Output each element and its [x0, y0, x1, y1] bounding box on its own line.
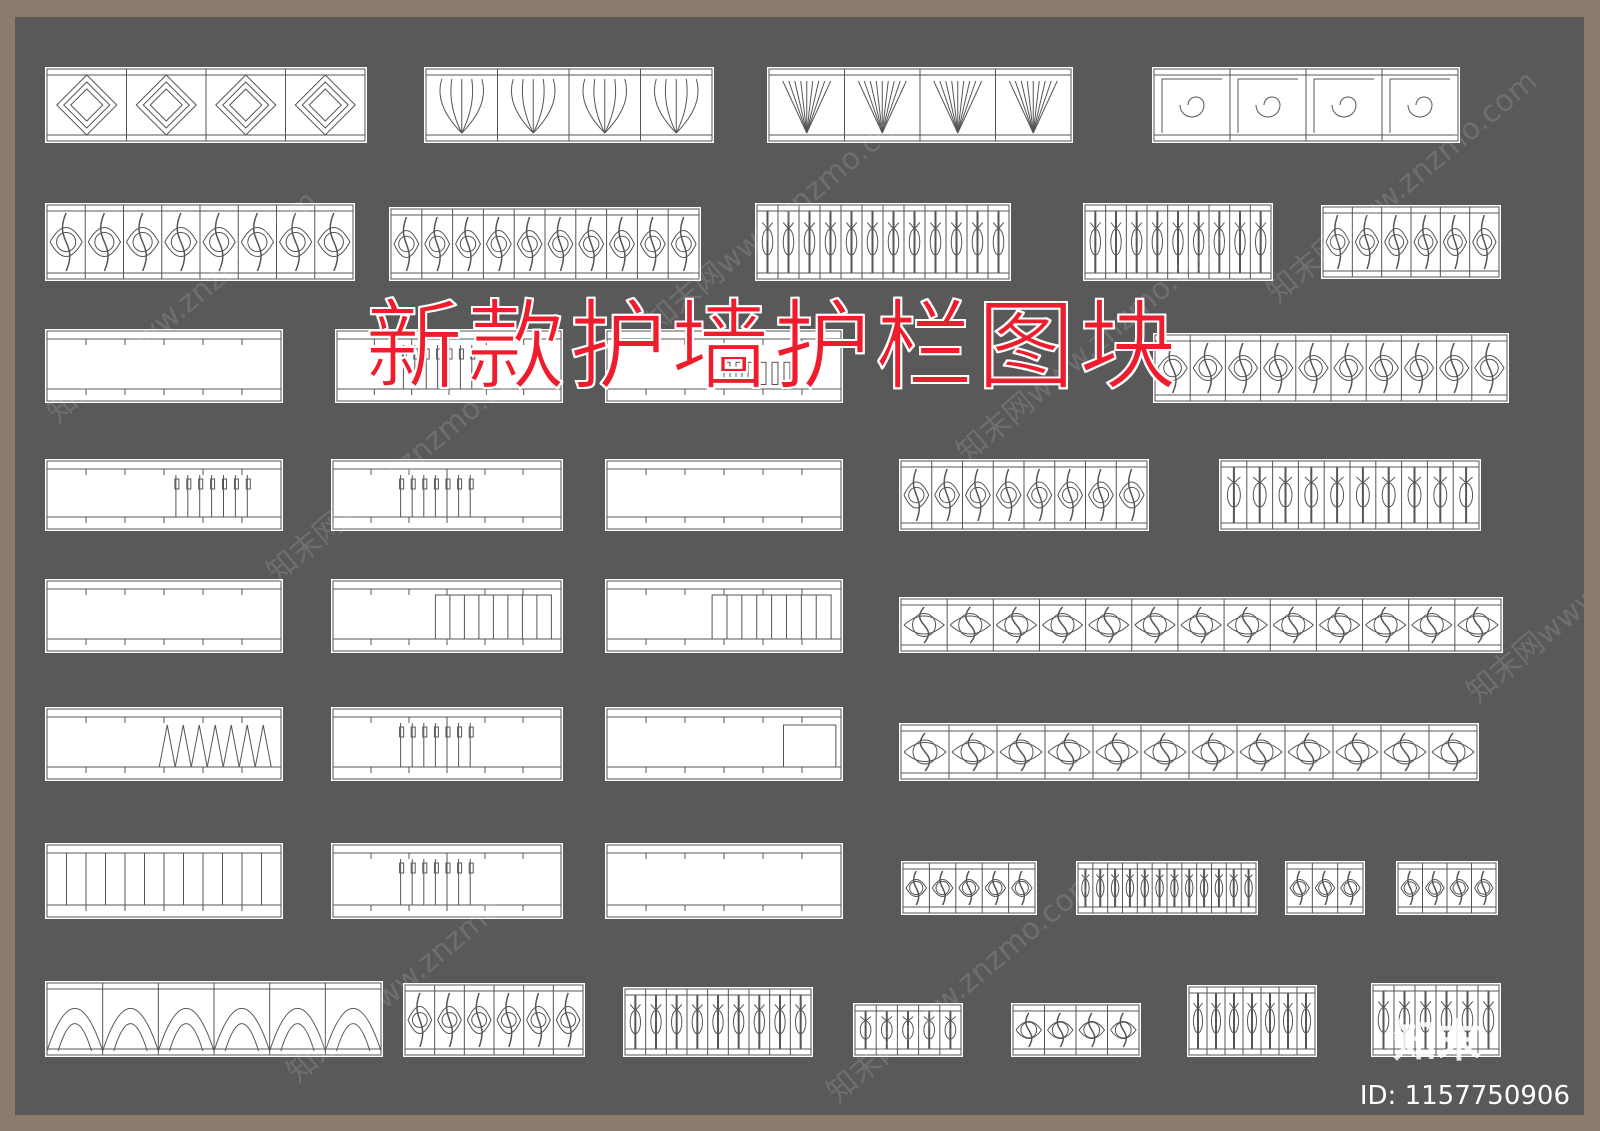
railing-block	[605, 329, 843, 403]
railing-drawing	[1372, 984, 1500, 1056]
railing-drawing	[332, 460, 562, 530]
railing-drawing	[606, 330, 842, 402]
railing-block	[424, 67, 714, 143]
railing-block	[1285, 861, 1365, 915]
railing-drawing	[768, 68, 1072, 142]
railing-drawing	[624, 988, 812, 1056]
railing-drawing	[756, 204, 1010, 280]
railing-drawing	[46, 580, 282, 652]
railing-block	[623, 987, 813, 1057]
railing-drawing	[1220, 460, 1480, 530]
railing-block	[605, 579, 843, 653]
railing-drawing	[1077, 862, 1257, 914]
railing-drawing	[425, 68, 713, 142]
railing-drawing	[1154, 334, 1508, 402]
railing-block	[899, 597, 1503, 653]
railing-drawing	[46, 68, 366, 142]
railing-block	[899, 459, 1149, 531]
railing-block	[403, 983, 585, 1057]
railing-drawing	[900, 724, 1478, 780]
railing-block	[1219, 459, 1481, 531]
railing-block	[45, 203, 355, 281]
railing-block	[331, 707, 563, 781]
railing-block	[605, 707, 843, 781]
railing-drawing	[606, 460, 842, 530]
drawing-sheet: 知末网www.znzmo.com 知末网www.znzmo.com 知末网www…	[15, 17, 1584, 1115]
railing-drawing	[606, 708, 842, 780]
railing-drawing	[1153, 68, 1459, 142]
railing-block	[45, 843, 283, 919]
railing-drawing	[404, 984, 584, 1056]
railing-block	[605, 459, 843, 531]
railing-drawing	[1286, 862, 1364, 914]
railing-block	[853, 1003, 963, 1057]
railing-block	[1152, 67, 1460, 143]
railing-drawing	[606, 844, 842, 918]
railing-block	[1321, 205, 1501, 279]
railing-block	[1083, 203, 1273, 281]
railing-drawing	[854, 1004, 962, 1056]
railing-drawing	[900, 598, 1502, 652]
railing-block	[331, 459, 563, 531]
railing-drawing	[332, 580, 562, 652]
railing-block	[331, 579, 563, 653]
railing-block	[45, 329, 283, 403]
railing-block	[331, 843, 563, 919]
railing-block	[45, 67, 367, 143]
railing-drawing	[1012, 1004, 1140, 1056]
id-label: ID: 1157750906	[1359, 1081, 1570, 1111]
brand-logo: 知末	[1393, 1016, 1481, 1067]
railing-block	[45, 981, 383, 1057]
railing-drawing	[336, 330, 562, 402]
railing-block	[767, 67, 1073, 143]
railing-drawing	[1322, 206, 1500, 278]
railing-drawing	[46, 460, 282, 530]
railing-drawing	[46, 330, 282, 402]
railing-block	[901, 861, 1037, 915]
sheet-title: 新款护墙护栏图块	[364, 289, 1182, 405]
railing-block	[45, 579, 283, 653]
railing-drawing	[1188, 986, 1316, 1056]
railing-drawing	[332, 844, 562, 918]
railing-drawing	[46, 982, 382, 1056]
railing-drawing	[1084, 204, 1272, 280]
railing-block	[605, 843, 843, 919]
railing-drawing	[46, 708, 282, 780]
railing-drawing	[46, 844, 282, 918]
railing-block	[1076, 861, 1258, 915]
railing-drawing	[606, 580, 842, 652]
railing-block	[389, 207, 701, 281]
railing-block	[1187, 985, 1317, 1057]
railing-block	[45, 459, 283, 531]
railing-drawing	[332, 708, 562, 780]
railing-drawing	[1397, 862, 1497, 914]
railing-block	[335, 329, 563, 403]
railing-drawing	[902, 862, 1036, 914]
railing-block	[45, 707, 283, 781]
railing-block	[755, 203, 1011, 281]
railing-block	[899, 723, 1479, 781]
railing-block	[1011, 1003, 1141, 1057]
railing-drawing	[390, 208, 700, 280]
railing-drawing	[46, 204, 354, 280]
railing-block	[1371, 983, 1501, 1057]
railing-drawing	[900, 460, 1148, 530]
railing-block	[1153, 333, 1509, 403]
railing-block	[1396, 861, 1498, 915]
